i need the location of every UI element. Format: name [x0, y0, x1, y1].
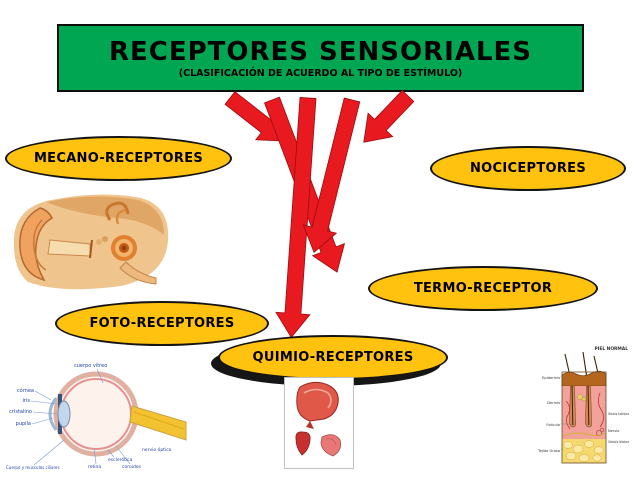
node-quimio-receptores: QUIMIO-RECEPTORES [218, 335, 448, 380]
eye-label-cristalino: cristalino [9, 409, 32, 415]
node-label-quimio: QUIMIO-RECEPTORES [252, 350, 414, 365]
node-label-nociceptores: NOCICEPTORES [469, 161, 587, 176]
arrow-to-nociceptores [363, 89, 415, 143]
arrow-to-mecano-receptores [224, 91, 286, 142]
node-label-termo: TERMO-RECEPTOR [413, 281, 553, 296]
skin-label-dermis: Dermis [547, 401, 560, 405]
skin-label-glandula-sebacea: Glándula Sebácea [608, 440, 629, 444]
node-termo-receptor: TERMO-RECEPTOR [368, 266, 598, 311]
eye-label-retina: retina [88, 464, 101, 470]
node-label-mecano: MECANO-RECEPTORES [33, 151, 204, 166]
arrow-to-quimio-receptores [275, 97, 317, 339]
slide-title: RECEPTORES SENSORIALES [108, 37, 533, 67]
ear-anatomy-image [13, 194, 169, 290]
skin-anatomy-image: PIEL NORMAL Epidermis [536, 341, 630, 475]
eye-label-nervio-optico: nervio óptico [142, 446, 172, 453]
eye-label-iris: iris [23, 398, 31, 404]
skin-label-tejido-graso: Tejido Graso [537, 449, 560, 453]
eye-label-coroides: coroides [122, 464, 142, 470]
organs-anatomy-image [284, 377, 354, 469]
eye-label-cuerpo-vitreo: cuerpo vítreo [74, 362, 107, 369]
skin-title: PIEL NORMAL [594, 346, 628, 352]
node-nociceptores: NOCICEPTORES [430, 146, 626, 191]
eye-label-cornea: córnea [17, 387, 34, 394]
title-box: RECEPTORES SENSORIALES (CLASIFICACIÓN DE… [57, 24, 584, 92]
arrow-to-termo-receptor [302, 97, 361, 254]
skin-label-glandula-sudoripara: Glándula Sudorípara [608, 412, 629, 416]
eye-label-musculos-ciliares: Cuerpo y músculos ciliares [6, 465, 60, 470]
slide-subtitle: (CLASIFICACIÓN DE ACUERDO AL TIPO DE EST… [178, 68, 463, 79]
skin-label-nervio: Nervio [608, 429, 619, 433]
arrow-to-foto-receptores [264, 96, 346, 273]
node-label-foto: FOTO-RECEPTORES [89, 316, 235, 331]
skin-label-epidermis: Epidermis [542, 376, 560, 380]
eye-anatomy-image: cuerpo vítreo córnea iris cristalino pup… [4, 356, 190, 474]
eye-label-esclerotica: esclerótica [108, 456, 133, 463]
skin-label-foliculo: Folículo [546, 423, 560, 427]
node-foto-receptores: FOTO-RECEPTORES [55, 301, 269, 346]
node-mecano-receptores: MECANO-RECEPTORES [5, 136, 232, 181]
eye-label-pupila: pupila [16, 421, 31, 427]
